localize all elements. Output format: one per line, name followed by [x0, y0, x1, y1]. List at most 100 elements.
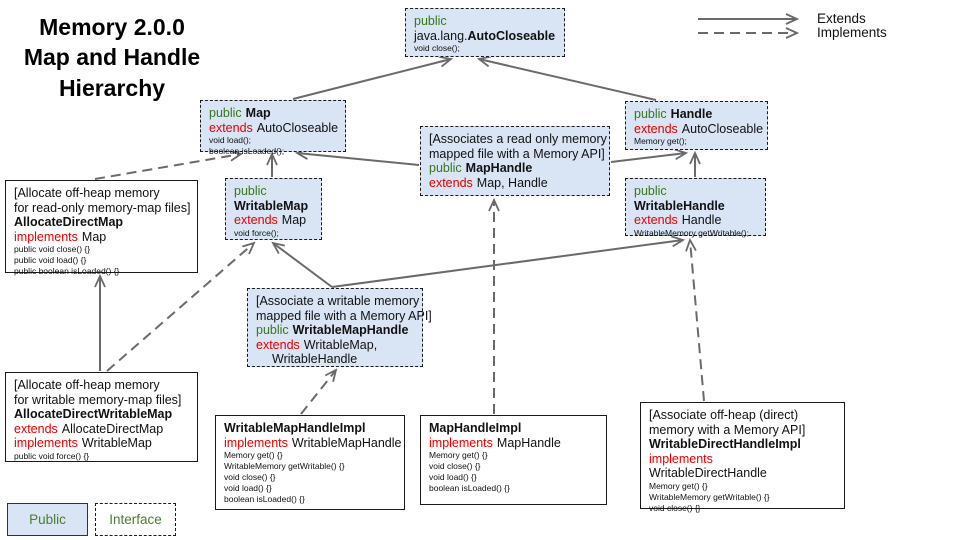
keyword-public: public	[234, 184, 267, 198]
method-line: public void force() {}	[14, 450, 90, 461]
parent-name: AutoCloseable	[256, 120, 339, 135]
keyword-implements: implements	[14, 436, 78, 450]
description-line: mapped file with a Memory API]	[256, 308, 432, 323]
keyword-implements: implements	[224, 435, 288, 450]
method-line: void load() {}	[224, 483, 272, 494]
keyword-implements: implements	[429, 435, 493, 450]
interface-name: Map	[81, 229, 107, 244]
method-line: boolean isLoaded() {}	[429, 483, 510, 494]
edge-handle-extends-autocloseable	[479, 59, 657, 101]
method-line: boolean isLoaded();	[209, 146, 285, 157]
node-writablemaphandle: [Associate a writable memory mapped file…	[247, 288, 432, 367]
class-name: AllocateDirectMap	[14, 215, 124, 229]
legend-public-label: Public	[29, 512, 66, 527]
method-line: WritableMemory getWritable();	[634, 227, 749, 238]
edge-allocatedirectwritablemap-implements-writablemap	[106, 243, 254, 372]
method-line: public void load() {}	[14, 255, 87, 266]
description-line: for read-only memory-map files]	[14, 200, 191, 215]
keyword-public: public	[634, 184, 667, 198]
keyword-extends: extends	[234, 213, 278, 227]
class-name: Handle	[670, 107, 713, 121]
keyword-public: public	[414, 14, 447, 28]
node-autocloseable: public java.lang.AutoCloseable void clos…	[405, 8, 565, 57]
description-line: [Allocate off-heap memory	[14, 378, 160, 392]
keyword-extends: extends	[256, 337, 300, 352]
edge-map-extends-autocloseable	[292, 59, 451, 100]
method-line: void load();	[209, 135, 252, 145]
parent-name: Map	[281, 213, 307, 227]
description-line: memory with a Memory API]	[649, 422, 806, 437]
edge-writablemaphandleimpl-implements-writablemaphandle	[300, 370, 336, 415]
keyword-public: public	[429, 161, 462, 175]
method-line: void close() {}	[649, 502, 701, 513]
edge-writablemaphandle-extends-writablehandle	[331, 240, 683, 288]
method-line: public void close() {}	[14, 244, 91, 254]
legend-implements-label: Implements	[817, 25, 887, 40]
parent-name: Map, Handle	[476, 175, 548, 190]
description-line: [Associates a read only memory	[429, 132, 607, 146]
diagram-title-line: Memory 2.0.0	[39, 14, 185, 40]
parent-name: AutoCloseable	[681, 121, 764, 136]
diagram-title-line: Map and Handle	[23, 44, 201, 71]
class-name: WritableMapHandle	[292, 323, 409, 337]
legend-interface-box: Interface	[95, 503, 176, 536]
keyword-extends: extends	[634, 213, 678, 227]
class-name: AllocateDirectWritableMap	[14, 407, 173, 421]
edge-maphandle-extends-handle	[610, 153, 686, 163]
keyword-extends: extends	[634, 121, 678, 136]
keyword-public: public	[256, 323, 289, 337]
parent-name: WritableHandle	[272, 352, 358, 366]
description-line: [Associate a writable memory	[256, 294, 420, 308]
description-line: [Associate off-heap (direct)	[649, 408, 799, 422]
parent-name: Handle	[681, 213, 722, 227]
interface-name: MapHandle	[496, 435, 561, 450]
node-maphandle: [Associates a read only memory mapped fi…	[420, 126, 610, 196]
legend-interface-label: Interface	[109, 512, 162, 527]
keyword-extends: extends	[429, 175, 473, 190]
method-line: void force();	[234, 227, 279, 238]
description-line: for writable memory-map files]	[14, 392, 182, 407]
keyword-implements: implements	[14, 229, 78, 244]
method-line: public boolean isLoaded() {}	[14, 266, 120, 277]
method-line: boolean isLoaded() {}	[224, 494, 305, 505]
parent-name: WritableMap,	[303, 337, 378, 352]
description-line: mapped file with a Memory API]	[429, 146, 605, 161]
legend-public-box: Public	[7, 503, 88, 536]
diagram-title-line: Hierarchy	[58, 74, 166, 101]
edge-writabledirecthandleimpl-implements-writablehandle	[690, 240, 705, 402]
edge-allocatedirectmap-implements-map	[94, 154, 241, 180]
method-line: WritableMemory getWritable() {}	[224, 461, 345, 472]
method-line: void close();	[414, 43, 460, 53]
class-name: WritableMap	[234, 198, 309, 213]
node-allocatedirectmap: [Allocate off-heap memory for read-only …	[5, 180, 198, 276]
keyword-extends: extends	[209, 120, 253, 135]
diagram-title: Memory 2.0.0 Map and Handle Hierarchy	[8, 12, 216, 103]
class-name: WritableMapHandleImpl	[224, 421, 366, 435]
edge-writablemaphandle-extends-writablemap	[273, 243, 333, 288]
keyword-extends: extends	[14, 421, 58, 436]
edge-maphandle-extends-map	[297, 153, 420, 166]
method-line: void close() {}	[224, 472, 276, 483]
legend-extends-label: Extends	[817, 11, 866, 26]
class-name: WritableDirectHandleImpl	[649, 437, 801, 451]
method-line: Memory get() {}	[224, 450, 283, 460]
keyword-public: public	[634, 107, 667, 121]
method-line: WritableMemory getWritable() {}	[649, 491, 770, 502]
method-line: Memory get();	[634, 136, 687, 146]
parent-name: AllocateDirectMap	[61, 421, 164, 436]
class-name: AutoCloseable	[467, 28, 556, 43]
keyword-public: public	[209, 106, 242, 120]
interface-name: WritableMap	[81, 436, 152, 450]
interface-name: WritableMapHandle	[291, 435, 402, 450]
node-writabledirecthandleimpl: [Associate off-heap (direct) memory with…	[640, 402, 845, 513]
method-line: void close() {}	[429, 461, 481, 472]
package-prefix: java.lang.	[414, 28, 468, 43]
keyword-implements: implements	[649, 451, 713, 466]
interface-name: WritableDirectHandle	[649, 466, 767, 480]
